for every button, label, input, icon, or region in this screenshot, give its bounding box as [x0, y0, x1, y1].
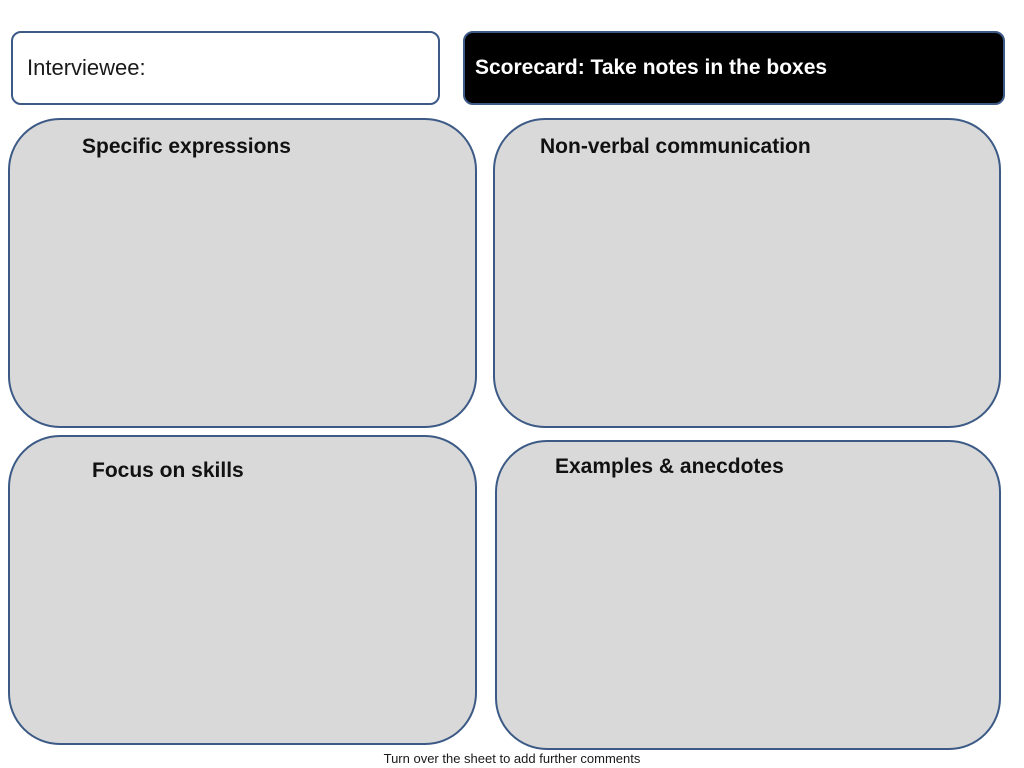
non-verbal-communication-notes-box[interactable]: Non-verbal communication	[493, 118, 1001, 428]
interviewee-label: Interviewee:	[27, 55, 146, 80]
non-verbal-communication-title: Non-verbal communication	[540, 135, 811, 158]
scorecard-title: Scorecard: Take notes in the boxes	[475, 56, 828, 79]
footer-note: Turn over the sheet to add further comme…	[383, 751, 641, 766]
specific-expressions-title: Specific expressions	[82, 135, 291, 158]
scorecard-header: Scorecard: Take notes in the boxes	[463, 31, 1005, 105]
specific-expressions-notes-box[interactable]: Specific expressions	[8, 118, 477, 428]
focus-on-skills-title: Focus on skills	[92, 459, 244, 482]
examples-anecdotes-notes-box[interactable]: Examples & anecdotes	[495, 440, 1001, 750]
examples-anecdotes-title: Examples & anecdotes	[555, 455, 784, 478]
interviewee-field[interactable]: Interviewee:	[11, 31, 440, 105]
focus-on-skills-notes-box[interactable]: Focus on skills	[8, 435, 477, 745]
